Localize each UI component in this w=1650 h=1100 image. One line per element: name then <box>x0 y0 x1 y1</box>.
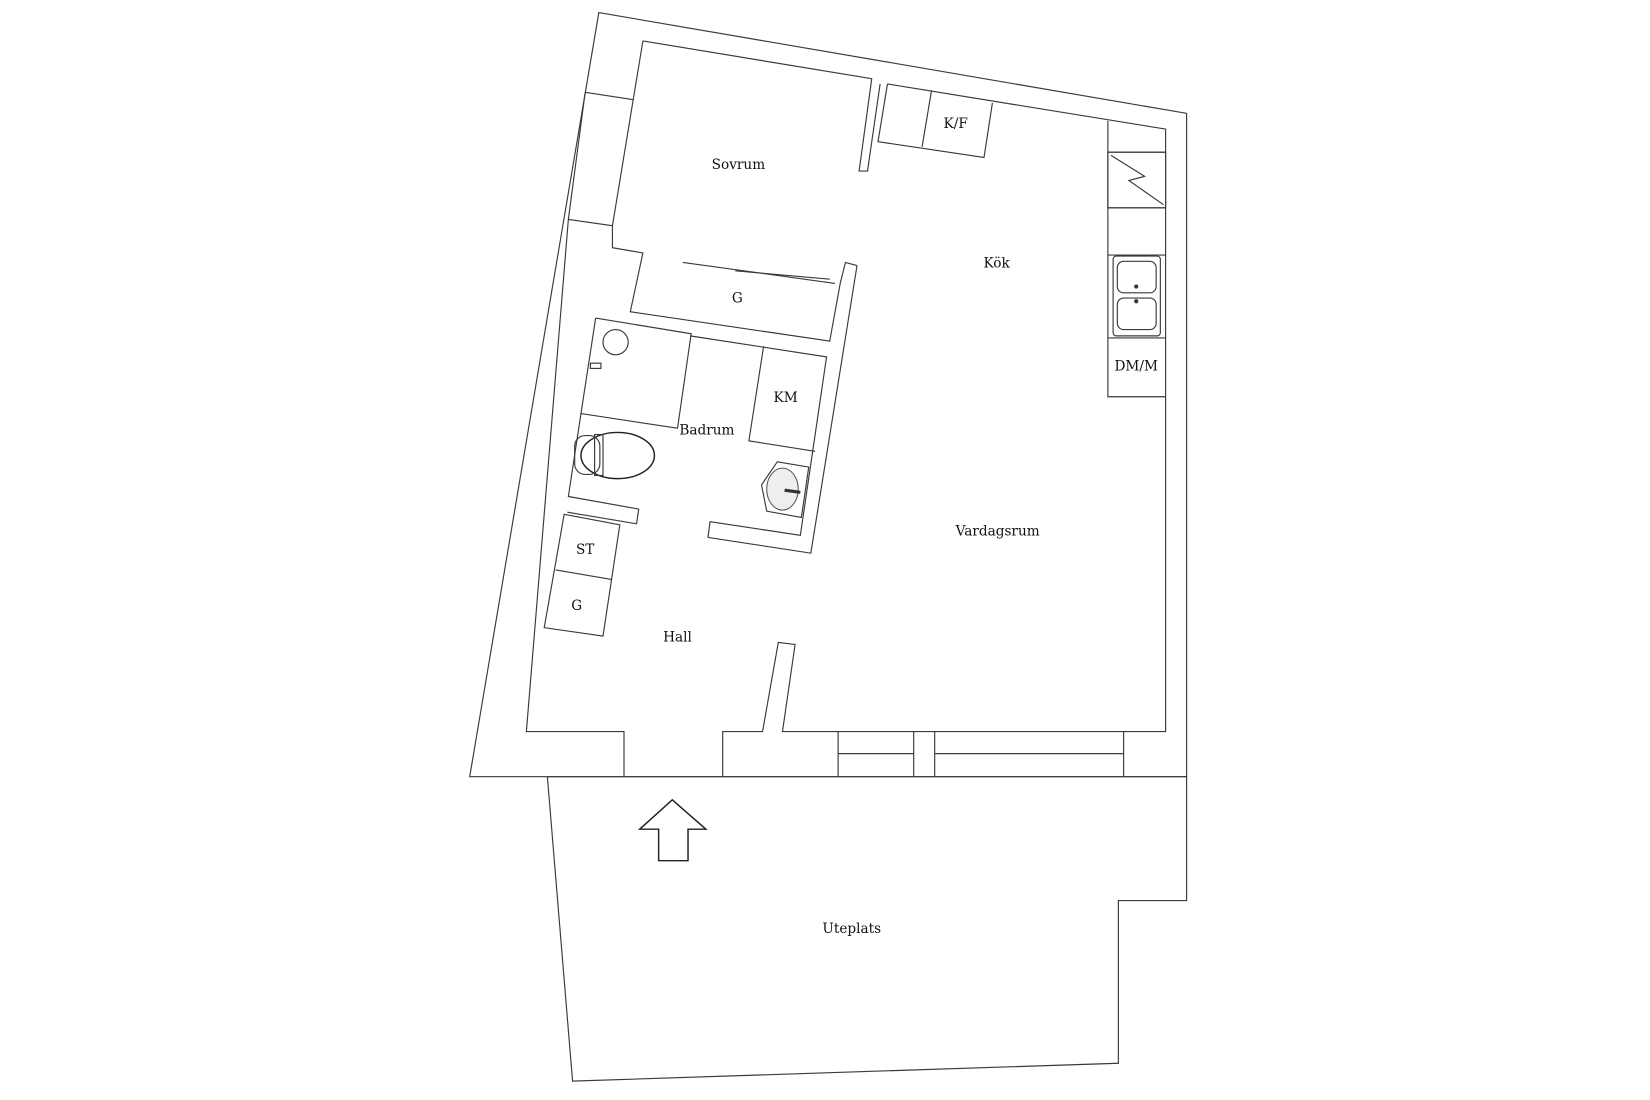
room-label-uteplats: Uteplats <box>822 921 881 937</box>
room-label-sovrum: Sovrum <box>712 157 766 173</box>
entrance-arrow-icon <box>637 798 708 862</box>
room-label-wardrobe-bedroom: G <box>732 290 743 306</box>
stove-icon <box>1107 151 1167 209</box>
room-label-vardagsrum: Vardagsrum <box>955 523 1040 539</box>
sink-icon <box>1112 255 1161 337</box>
room-label-dmm: DM/M <box>1115 359 1158 375</box>
room-label-hall: Hall <box>663 629 692 645</box>
shower-icon <box>589 329 629 369</box>
room-label-km: KM <box>774 390 798 406</box>
interior-walls <box>525 40 1167 777</box>
room-label-wardrobe-hall: G <box>571 598 582 614</box>
washbasin-icon <box>760 461 810 519</box>
room-label-kok: Kök <box>983 256 1010 272</box>
room-label-st: ST <box>576 542 594 558</box>
toilet-icon <box>574 431 656 480</box>
room-label-badrum: Badrum <box>679 423 734 439</box>
patio-outline <box>546 776 1188 1082</box>
room-label-kf: K/F <box>944 116 968 132</box>
building-outline <box>469 11 1188 778</box>
